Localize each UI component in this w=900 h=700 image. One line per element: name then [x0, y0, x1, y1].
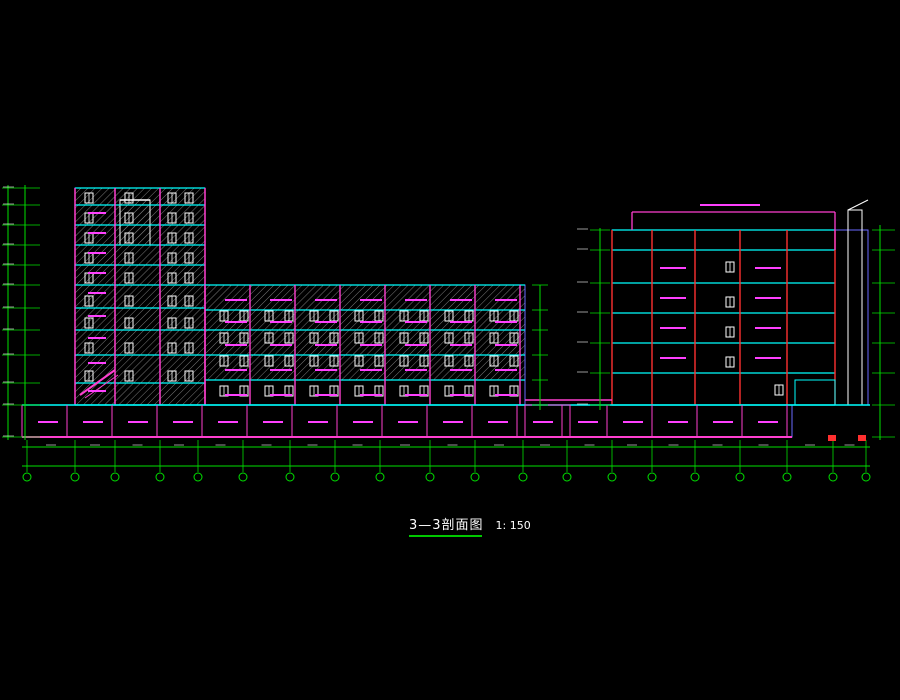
axis-bubble: [518, 472, 528, 482]
axis-bubble: [22, 472, 32, 482]
axis-bubble: [70, 472, 80, 482]
axis-bubble: [193, 472, 203, 482]
room-labels: [38, 204, 781, 423]
axis-bubble: [828, 472, 838, 482]
tower-a-stair-rail: [84, 374, 119, 399]
roof-slab-hatching: [75, 188, 525, 405]
axis-grid-bubbles: [22, 435, 871, 482]
axis-bubble: [861, 472, 871, 482]
drawing-caption: 3—3剖面图 1: 150: [409, 514, 531, 538]
axis-bubble: [285, 472, 295, 482]
dimension-lines: [2, 185, 895, 467]
title-underline: [409, 535, 482, 537]
axis-bubble: [647, 472, 657, 482]
block-b-roof-hatch: [205, 285, 525, 310]
axis-bubble: [110, 472, 120, 482]
drawing-title: 3—3剖面图: [409, 518, 484, 533]
structural-frame: [21, 187, 870, 438]
vent-shaft: [847, 209, 863, 406]
vent-top: [847, 199, 869, 211]
tower-a-stair: [79, 369, 116, 396]
axis-bubble: [690, 472, 700, 482]
axis-bubble: [470, 472, 480, 482]
grade-marker: [828, 435, 836, 441]
axis-bubble: [782, 472, 792, 482]
axis-bubble: [425, 472, 435, 482]
entrance-canopy: [794, 379, 836, 406]
axis-bubble: [238, 472, 248, 482]
axis-bubble: [607, 472, 617, 482]
axis-bubble: [375, 472, 385, 482]
axis-bubble: [562, 472, 572, 482]
grade-marker: [858, 435, 866, 441]
drawing-scale: 1: 150: [495, 519, 531, 532]
axis-bubble: [735, 472, 745, 482]
axis-bubble: [155, 472, 165, 482]
axis-bubble: [330, 472, 340, 482]
